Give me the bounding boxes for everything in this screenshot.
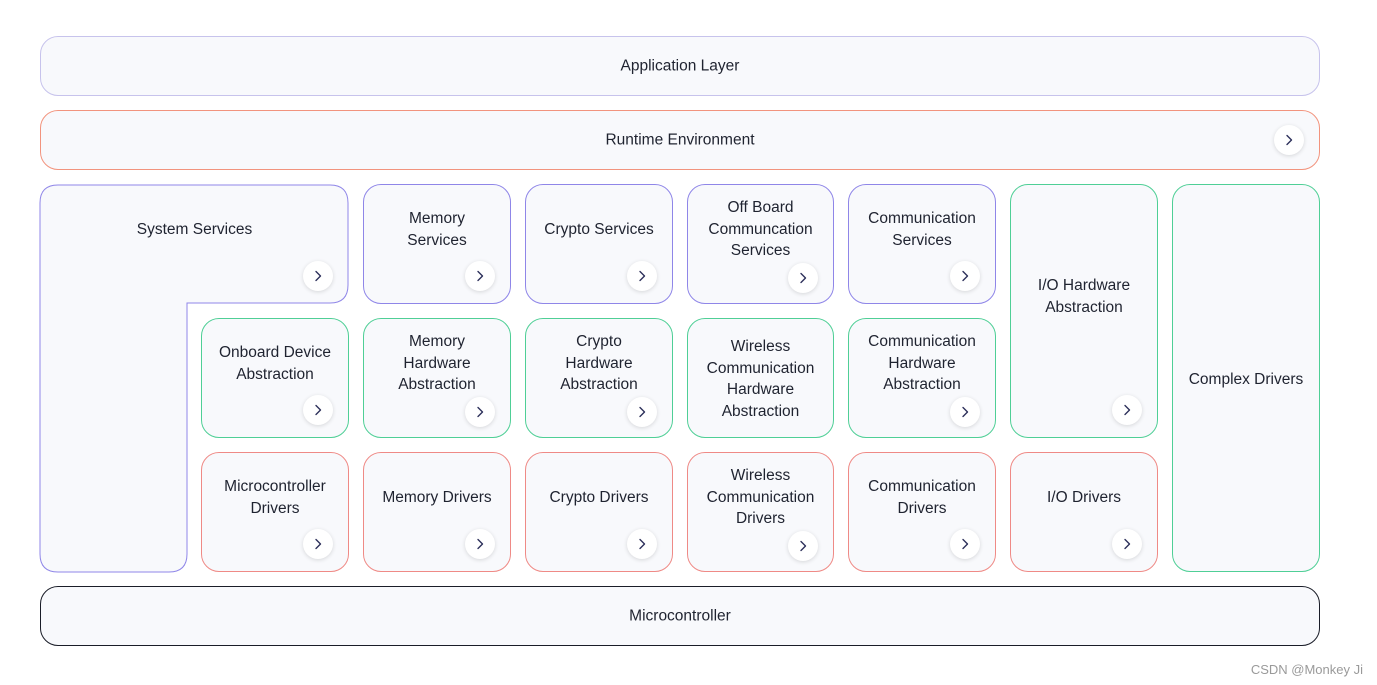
microcontroller-drivers-label: Microcontroller Drivers — [224, 478, 326, 517]
io-hardware-abstraction-label: I/O Hardware Abstraction — [1037, 277, 1131, 316]
communication-services-label: Communication Services — [868, 210, 976, 249]
microcontroller-layer-label: Microcontroller — [629, 607, 731, 625]
system-services-outline — [39, 184, 349, 573]
memory-drivers-label: Memory Drivers — [382, 489, 492, 506]
onboard-device-abstraction-label: Onboard Device Abstraction — [218, 344, 331, 383]
communication-drivers: Communication Drivers — [848, 452, 996, 572]
chevron-right-icon — [1124, 538, 1131, 550]
chevron-right-icon — [315, 404, 322, 416]
memory-hardware-abstraction-label: Memory Hardware Abstraction — [398, 333, 476, 393]
crypto-hardware-abstraction-expand-button[interactable] — [627, 397, 657, 427]
wireless-communication-hardware-abstraction-label: Wireless Communication Hardware Abstract… — [706, 338, 815, 420]
offboard-communication-services: Off Board Communcation Services — [687, 184, 834, 304]
io-hardware-abstraction-expand-button[interactable] — [1112, 395, 1142, 425]
chevron-right-icon — [1124, 404, 1131, 416]
io-drivers: I/O Drivers — [1010, 452, 1158, 572]
offboard-communication-services-expand-button[interactable] — [788, 263, 818, 293]
chevron-right-icon — [800, 540, 807, 552]
system-services: System Services — [40, 184, 349, 304]
chevron-right-icon — [962, 538, 969, 550]
communication-services: Communication Services — [848, 184, 996, 304]
memory-services: Memory Services — [363, 184, 511, 304]
memory-hardware-abstraction: Memory Hardware Abstraction — [363, 318, 511, 438]
system-services-expand-button[interactable] — [303, 261, 333, 291]
chevron-right-icon — [800, 272, 807, 284]
runtime-environment-expand-button[interactable] — [1274, 125, 1304, 155]
chevron-right-icon — [477, 406, 484, 418]
microcontroller-layer: Microcontroller — [40, 586, 1320, 646]
complex-drivers: Complex Drivers — [1172, 184, 1320, 572]
chevron-right-icon — [477, 270, 484, 282]
crypto-drivers-label: Crypto Drivers — [549, 489, 649, 506]
chevron-right-icon — [639, 406, 646, 418]
system-services-label: System Services — [136, 221, 253, 238]
crypto-hardware-abstraction: Crypto Hardware Abstraction — [525, 318, 673, 438]
crypto-services-expand-button[interactable] — [627, 261, 657, 291]
crypto-services: Crypto Services — [525, 184, 673, 304]
memory-drivers: Memory Drivers — [363, 452, 511, 572]
chevron-right-icon — [477, 538, 484, 550]
memory-services-label: Memory Services — [407, 210, 467, 249]
runtime-environment-label: Runtime Environment — [605, 131, 755, 149]
memory-hardware-abstraction-expand-button[interactable] — [465, 397, 495, 427]
offboard-communication-services-label: Off Board Communcation Services — [708, 199, 813, 259]
wireless-communication-drivers-expand-button[interactable] — [788, 531, 818, 561]
wireless-communication-drivers-label: Wireless Communication Drivers — [706, 467, 815, 527]
watermark: CSDN @Monkey Ji — [1250, 662, 1363, 677]
wireless-communication-drivers: Wireless Communication Drivers — [687, 452, 834, 572]
chevron-right-icon — [639, 538, 646, 550]
application-layer: Application Layer — [40, 36, 1320, 96]
chevron-right-icon — [962, 270, 969, 282]
crypto-drivers: Crypto Drivers — [525, 452, 673, 572]
microcontroller-drivers-expand-button[interactable] — [303, 529, 333, 559]
onboard-device-abstraction-expand-button[interactable] — [303, 395, 333, 425]
chevron-right-icon — [315, 270, 322, 282]
application-layer-label: Application Layer — [620, 57, 740, 75]
io-hardware-abstraction: I/O Hardware Abstraction — [1010, 184, 1158, 438]
communication-hardware-abstraction: Communication Hardware Abstraction — [848, 318, 996, 438]
chevron-right-icon — [1286, 134, 1293, 146]
complex-drivers-label: Complex Drivers — [1188, 371, 1304, 388]
chevron-right-icon — [962, 406, 969, 418]
crypto-hardware-abstraction-label: Crypto Hardware Abstraction — [560, 333, 638, 393]
chevron-right-icon — [315, 538, 322, 550]
communication-hardware-abstraction-expand-button[interactable] — [950, 397, 980, 427]
wireless-communication-hardware-abstraction: Wireless Communication Hardware Abstract… — [687, 318, 834, 438]
communication-services-expand-button[interactable] — [950, 261, 980, 291]
memory-services-expand-button[interactable] — [465, 261, 495, 291]
onboard-device-abstraction: Onboard Device Abstraction — [201, 318, 349, 438]
communication-drivers-expand-button[interactable] — [950, 529, 980, 559]
communication-drivers-label: Communication Drivers — [868, 478, 976, 517]
io-drivers-expand-button[interactable] — [1112, 529, 1142, 559]
microcontroller-drivers: Microcontroller Drivers — [201, 452, 349, 572]
crypto-drivers-expand-button[interactable] — [627, 529, 657, 559]
io-drivers-label: I/O Drivers — [1046, 489, 1122, 506]
memory-drivers-expand-button[interactable] — [465, 529, 495, 559]
crypto-services-label: Crypto Services — [544, 221, 654, 238]
runtime-environment: Runtime Environment — [40, 110, 1320, 170]
chevron-right-icon — [639, 270, 646, 282]
communication-hardware-abstraction-label: Communication Hardware Abstraction — [868, 333, 976, 393]
